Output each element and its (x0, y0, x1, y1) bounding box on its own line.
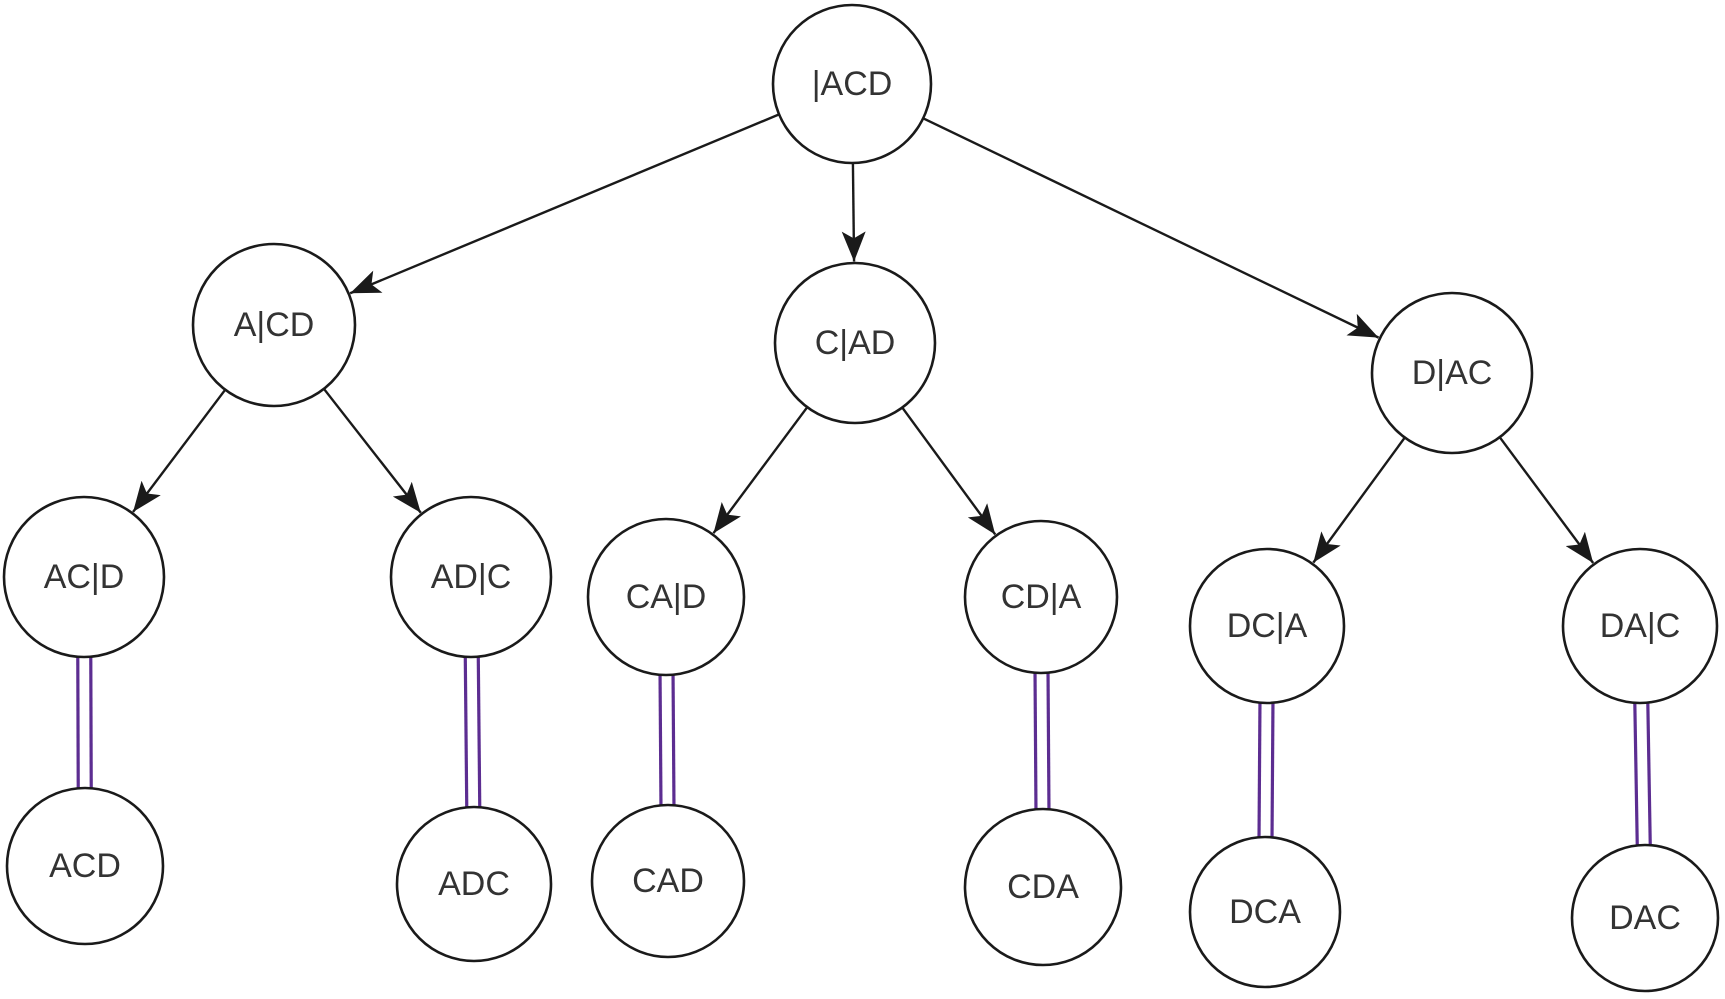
double-edge-line (671, 673, 676, 806)
double-edge-line (1033, 672, 1038, 811)
node-circle (1561, 547, 1719, 705)
tree-node-cad: CAD (590, 803, 746, 959)
tree-node-root: |ACD (771, 3, 933, 165)
node-label: DAC (1609, 899, 1681, 937)
edge-layer (76, 113, 1652, 847)
double-edge-line (1270, 702, 1275, 839)
tree-edge-arrow-c-ad-to-ca-d (712, 406, 809, 534)
tree-edge-double-ad-c-to-adc (463, 655, 482, 809)
node-circle (586, 517, 746, 677)
node-circle (1188, 547, 1346, 705)
node-label: ADC (438, 865, 510, 903)
tree-node-da-c: DA|C (1561, 547, 1719, 705)
tree-edge-double-da-c-to-dac (1633, 701, 1652, 847)
tree-edge-arrow-root-to-d-ac (922, 117, 1380, 339)
node-circle (191, 242, 357, 408)
node-circle (963, 807, 1123, 967)
tree-node-a-cd: A|CD (191, 242, 357, 408)
node-label: AD|C (431, 558, 512, 596)
node-label: DA|C (1600, 607, 1681, 645)
tree-edge-double-dc-a-to-dca (1257, 701, 1275, 839)
double-edge-line (476, 655, 482, 808)
node-label: CD|A (1001, 578, 1082, 616)
node-circle (771, 3, 933, 165)
node-circle (963, 519, 1119, 675)
node-circle (1188, 835, 1342, 989)
tree-node-dc-a: DC|A (1188, 547, 1346, 705)
tree-edge-double-ac-d-to-acd (76, 655, 93, 790)
double-edge-line (1257, 701, 1262, 838)
tree-node-d-ac: D|AC (1370, 291, 1534, 455)
tree-node-ad-c: AD|C (389, 495, 553, 659)
tree-node-dca: DCA (1188, 835, 1342, 989)
tree-edge-arrow-d-ac-to-dc-a (1312, 436, 1406, 564)
tree-node-cd-a: CD|A (963, 519, 1119, 675)
double-edge-line (463, 656, 469, 809)
node-label: ACD (49, 847, 121, 885)
node-layer: |ACD A|CD C|AD D|AC AC|D AD|C CA|D CD|A DC|A DA|C… (2, 3, 1720, 993)
tree-node-dac: DAC (1570, 843, 1720, 993)
double-edge-line (1633, 702, 1639, 847)
node-circle (389, 495, 553, 659)
tree-edge-arrow-d-ac-to-da-c (1498, 436, 1595, 564)
tree-node-acd: ACD (5, 786, 165, 946)
tree-node-adc: ADC (395, 805, 553, 963)
node-circle (5, 786, 165, 946)
node-label: CA|D (626, 578, 707, 616)
tree-edge-arrow-a-cd-to-ad-c (322, 388, 422, 514)
tree-edge-arrow-a-cd-to-ac-d (132, 388, 227, 513)
node-circle (773, 261, 937, 425)
tree-edge-arrow-c-ad-to-cd-a (901, 406, 997, 536)
tree-edge-double-cd-a-to-cda (1033, 671, 1051, 811)
node-circle (590, 803, 746, 959)
node-label: C|AD (815, 324, 896, 362)
node-label: CAD (632, 862, 704, 900)
node-circle (2, 495, 166, 659)
node-label: A|CD (234, 306, 315, 344)
node-label: DC|A (1227, 607, 1308, 645)
double-edge-line (1046, 671, 1051, 810)
node-circle (1370, 291, 1534, 455)
tree-node-ca-d: CA|D (586, 517, 746, 677)
node-label: D|AC (1412, 354, 1493, 392)
tree-edge-arrow-root-to-c-ad (841, 162, 866, 262)
double-edge-line (658, 674, 663, 807)
node-label: |ACD (812, 65, 893, 103)
node-label: DCA (1229, 893, 1301, 931)
tree-edge-double-ca-d-to-cad (658, 673, 676, 807)
tree-node-c-ad: C|AD (773, 261, 937, 425)
tree-edge-arrow-root-to-a-cd (349, 113, 780, 295)
node-label: AC|D (44, 558, 125, 596)
double-edge-line (1646, 701, 1652, 846)
tree-node-ac-d: AC|D (2, 495, 166, 659)
node-label: CDA (1007, 868, 1079, 906)
node-circle (1570, 843, 1720, 993)
tree-node-cda: CDA (963, 807, 1123, 967)
node-circle (395, 805, 553, 963)
